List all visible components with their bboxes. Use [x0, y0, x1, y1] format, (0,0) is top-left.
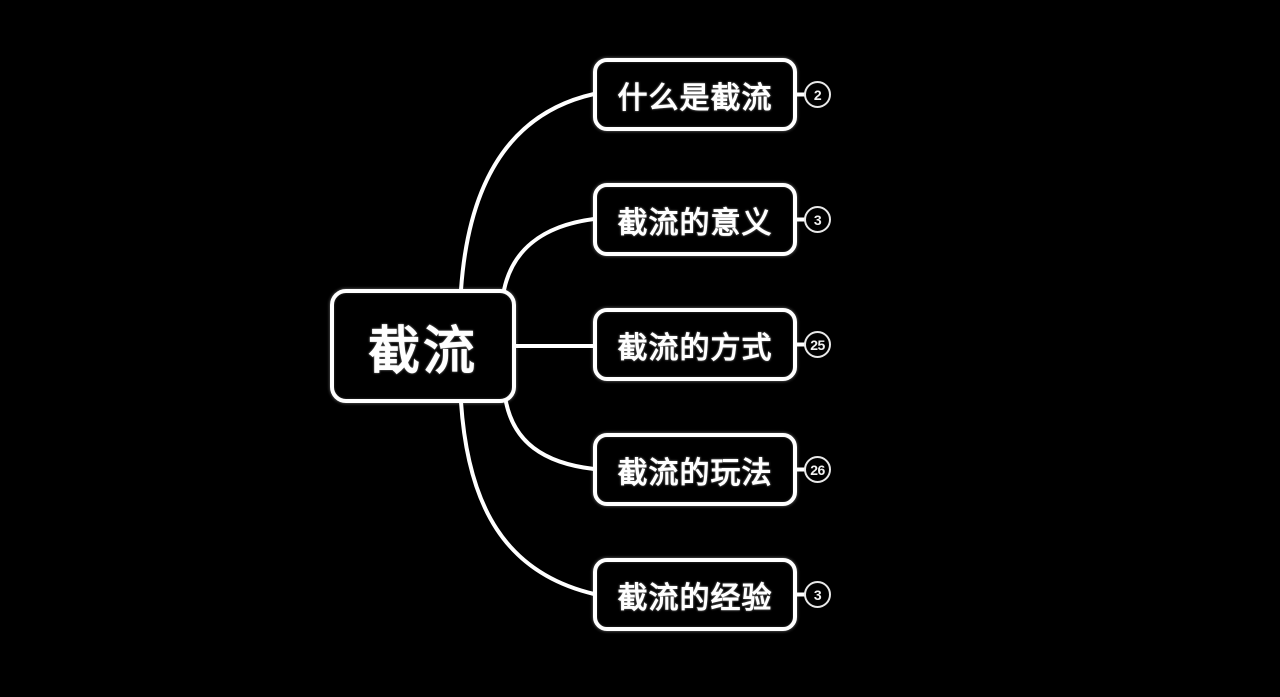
child-count-badge-4[interactable]: 26: [804, 456, 831, 483]
branch-node-2[interactable]: 截流的意义: [593, 183, 797, 256]
branch-node-1[interactable]: 什么是截流: [593, 58, 797, 131]
root-node[interactable]: 截流: [330, 289, 516, 403]
branch-node-4[interactable]: 截流的玩法: [593, 433, 797, 506]
connector-branch-5: [459, 400, 596, 596]
branch-node-label: 截流的经验: [617, 581, 773, 615]
child-count-badge-5[interactable]: 3: [804, 581, 831, 608]
connector-branch-2: [502, 217, 596, 292]
child-count-badge-1[interactable]: 2: [804, 81, 831, 108]
child-count-badge-2[interactable]: 3: [804, 206, 831, 233]
branch-node-5[interactable]: 截流的经验: [593, 558, 797, 631]
root-node-label: 截流: [367, 322, 478, 381]
branch-node-label: 截流的意义: [617, 206, 773, 240]
branch-node-label: 截流的玩法: [617, 456, 773, 490]
child-count-badge-3[interactable]: 25: [804, 331, 831, 358]
branch-node-label: 截流的方式: [617, 331, 773, 365]
branch-node-3[interactable]: 截流的方式: [593, 308, 797, 381]
branch-node-label: 什么是截流: [617, 81, 773, 115]
connector-branch-4: [504, 400, 596, 471]
connector-branch-1: [459, 92, 596, 292]
